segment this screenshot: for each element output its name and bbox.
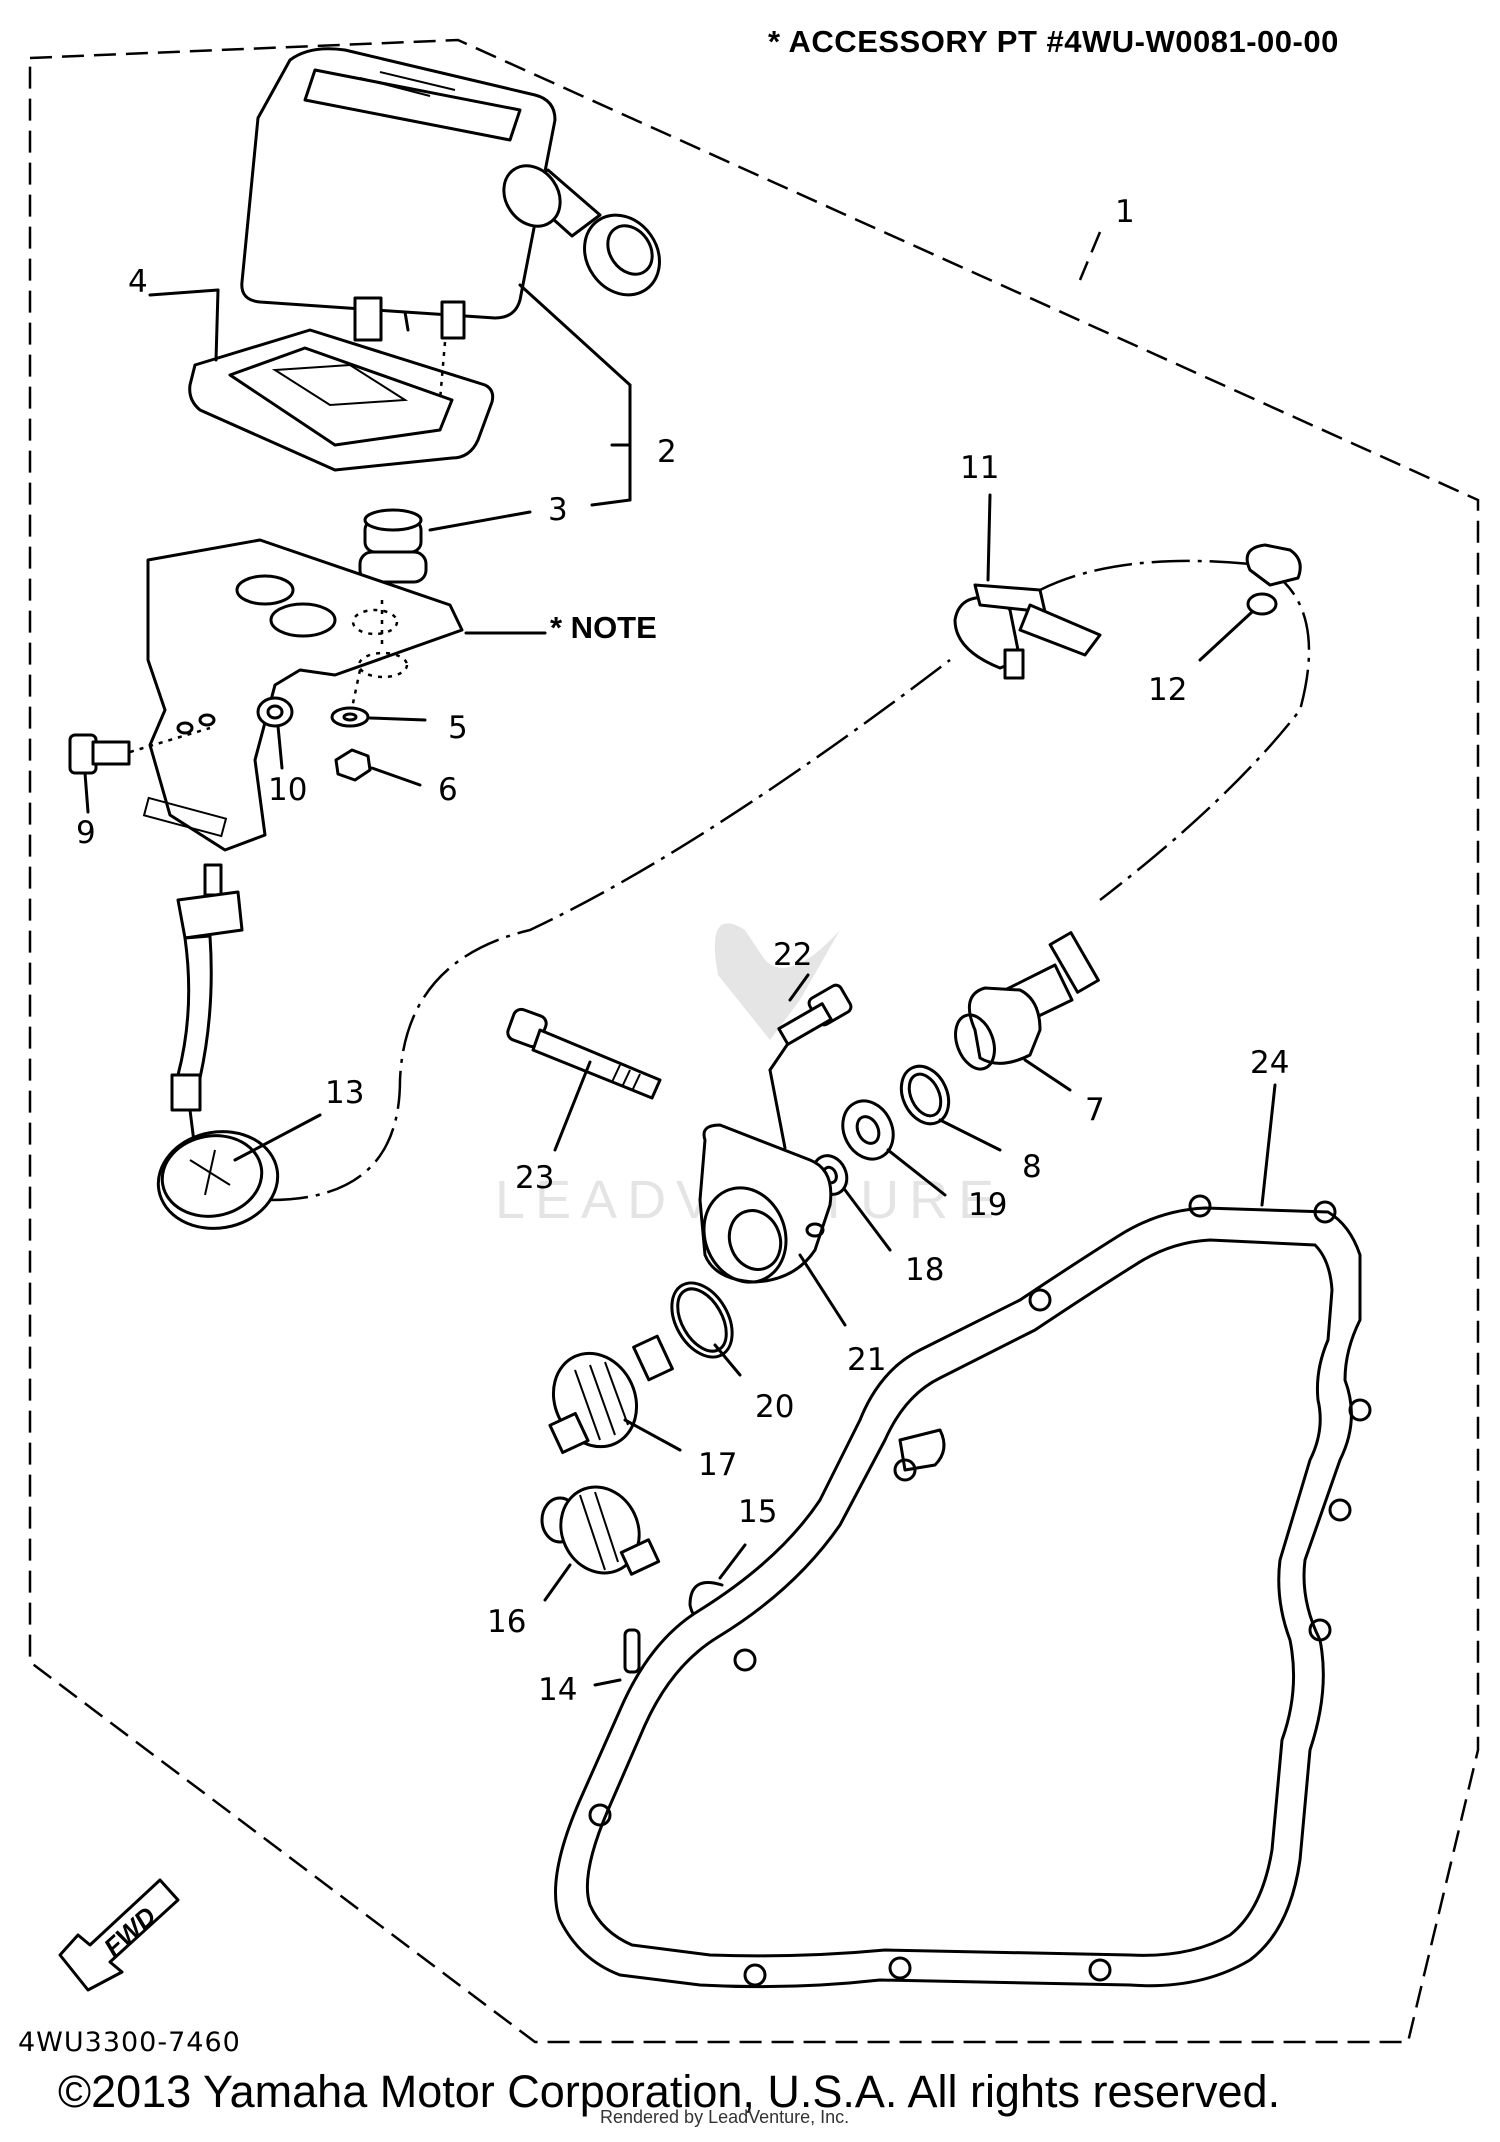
o-ring-8	[899, 1064, 1002, 1152]
note-label: * NOTE	[550, 610, 657, 645]
small-hardware	[68, 669, 427, 814]
callout-14: 14	[538, 1672, 577, 1708]
callout-21: 21	[847, 1342, 886, 1378]
meter-assembly	[240, 47, 661, 507]
callout-15: 15	[738, 1494, 777, 1530]
callout-6: 6	[438, 772, 458, 808]
callout-1: 1	[1115, 194, 1135, 230]
callout-11: 11	[960, 450, 999, 486]
cable-drive-fitting	[954, 931, 1100, 1092]
callout-3: 3	[548, 492, 568, 528]
drive-gear-16	[540, 1485, 661, 1602]
callout-20: 20	[755, 1389, 794, 1425]
crankcase-gasket	[554, 1083, 1372, 1989]
meter-bracket	[142, 538, 547, 852]
gear-housing	[698, 1123, 847, 1327]
callout-24: 24	[1250, 1045, 1289, 1081]
grommet	[358, 508, 532, 584]
callout-8: 8	[1022, 1149, 1042, 1185]
callout-10: 10	[268, 772, 307, 808]
copyright-notice: ©2013 Yamaha Motor Corporation, U.S.A. A…	[58, 2066, 1281, 2117]
callout-22: 22	[773, 937, 812, 973]
fwd-arrow-icon: FWD	[58, 1878, 180, 1992]
callout-17: 17	[698, 1447, 737, 1483]
cable-tie	[953, 493, 1311, 901]
dowel-pin-14	[593, 1628, 641, 1687]
callout-16: 16	[487, 1604, 526, 1640]
accessory-kit-boundary	[28, 38, 1480, 2044]
callout-13: 13	[325, 1075, 364, 1111]
rendered-by-credit: Rendered by LeadVenture, Inc.	[600, 2107, 850, 2127]
callout-12: 12	[1148, 672, 1187, 708]
callout-9: 9	[76, 815, 96, 851]
callout-23: 23	[515, 1160, 554, 1196]
cable-clamp	[1198, 543, 1302, 662]
callout-18: 18	[905, 1252, 944, 1288]
accessory-part-note: * ACCESSORY PT #4WU-W0081-00-00	[768, 24, 1339, 59]
bolt-23	[506, 1007, 662, 1152]
meter-base	[148, 288, 495, 472]
o-ring-20	[670, 1281, 742, 1377]
callout-5: 5	[448, 710, 468, 746]
callout-labels: 1 2 3 4 5 6 7 8 9 10 11 12 13 14 15 16 1…	[76, 194, 1289, 1708]
diagram-part-code: 4WU3300-7460	[18, 2027, 241, 2058]
screw-22	[768, 973, 853, 1150]
callout-7: 7	[1085, 1092, 1105, 1128]
callout-19: 19	[968, 1187, 1007, 1223]
callout-4: 4	[128, 264, 148, 300]
callout-2: 2	[657, 434, 677, 470]
driven-gear-17	[548, 1334, 682, 1455]
speedometer-cable	[156, 659, 951, 1230]
bearing	[841, 1099, 947, 1197]
